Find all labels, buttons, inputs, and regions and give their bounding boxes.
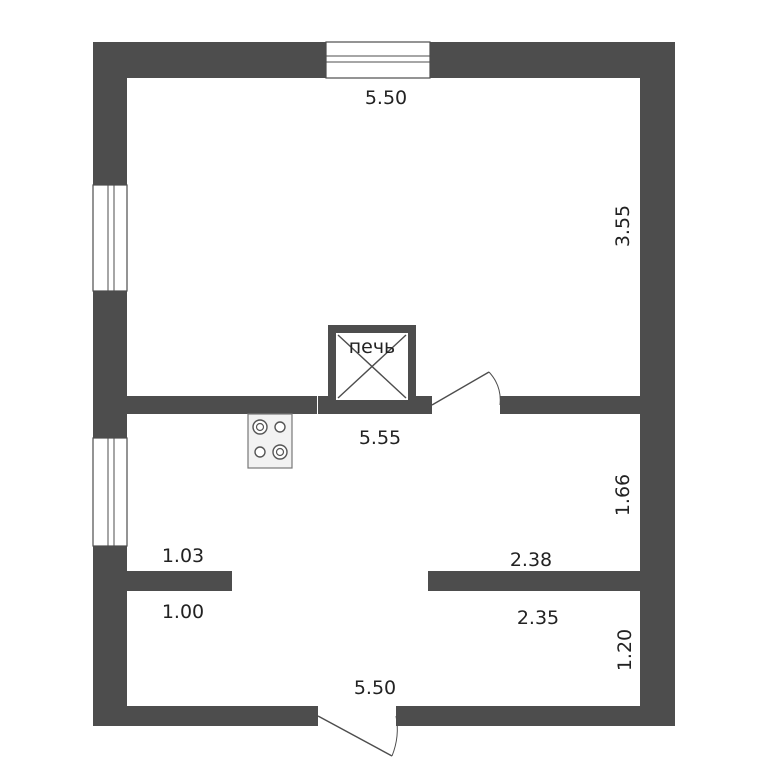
room1-width-label: 5.50 xyxy=(365,87,407,109)
left-wall xyxy=(93,42,127,726)
cooktop-icon xyxy=(247,413,293,469)
partition-right-stub xyxy=(428,571,640,591)
left-bottom-dimension: 1.00 xyxy=(162,601,204,623)
room1-depth-label: 3.55 xyxy=(612,205,634,247)
window-icon xyxy=(92,437,128,547)
left-top-dimension: 1.03 xyxy=(162,545,204,567)
partition-left-stub xyxy=(127,571,232,591)
right-wall xyxy=(640,42,675,726)
bottom-wall-right xyxy=(396,706,675,726)
stove-icon xyxy=(328,325,416,408)
door-icon xyxy=(431,371,501,406)
right-top-dimension: 2.38 xyxy=(510,549,552,571)
partition-wall-left xyxy=(127,396,317,414)
room3-width-label: 5.50 xyxy=(354,677,396,699)
door-icon xyxy=(317,715,398,757)
partition-wall-right xyxy=(500,396,640,414)
bottom-wall-left xyxy=(93,706,318,726)
room3-depth-label: 1.20 xyxy=(614,629,636,671)
right-bottom-dimension: 2.35 xyxy=(517,607,559,629)
window-icon xyxy=(92,184,128,292)
room2-depth-label: 1.66 xyxy=(612,474,634,516)
room2-width-label: 5.55 xyxy=(359,427,401,449)
window-icon xyxy=(325,41,431,79)
stove-label: печь xyxy=(349,336,396,358)
